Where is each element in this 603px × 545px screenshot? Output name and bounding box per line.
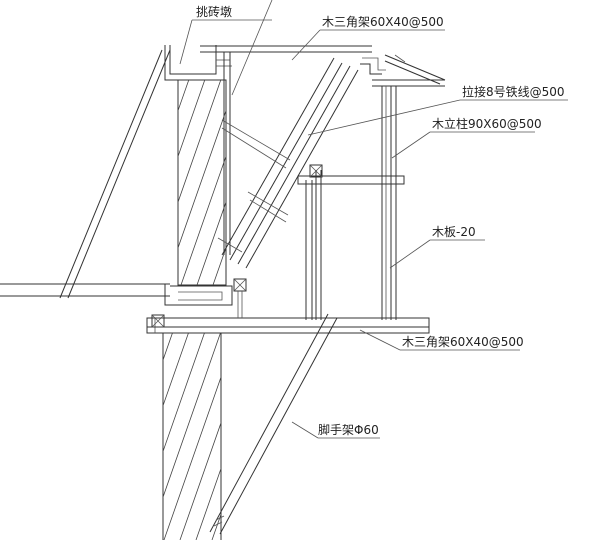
hatch-line (261, 80, 333, 285)
label-scaffold-tube: 脚手架Φ60 (318, 422, 379, 437)
upper-right-bracket (372, 54, 446, 87)
hatch-line (196, 200, 226, 285)
label-wood-post: 木立柱90X60@500 (432, 116, 542, 131)
hatch-line (0, 333, 44, 540)
hatch-line (178, 80, 206, 158)
upper-brick-wall (0, 45, 493, 286)
outer-inclined-pipe (59, 49, 171, 299)
hatch-line (84, 333, 156, 540)
hatch-line (178, 109, 226, 250)
hatch-line (4, 333, 76, 540)
hatch-line (36, 333, 108, 540)
hatch-line (0, 333, 28, 540)
hatch-line (389, 80, 461, 285)
hatch-line (163, 333, 173, 362)
label-wood-board: 木板-20 (432, 225, 476, 239)
hatch-line (21, 80, 93, 285)
leader-lines (179, 0, 568, 439)
hatch-line (421, 80, 493, 285)
lower-brick-wall (0, 333, 492, 540)
hatch-line (52, 333, 124, 540)
hatch-line (357, 80, 429, 285)
hatch-line (5, 80, 77, 285)
upper-timber-truss (200, 45, 386, 269)
hatch-line (163, 333, 221, 499)
hatch-line (405, 80, 477, 285)
label-wood-truss-top: 木三角架60X40@500 (322, 15, 444, 29)
hatch-line (341, 80, 413, 285)
hatch-line (420, 333, 492, 540)
inner-post (297, 164, 405, 320)
hatch-line (277, 80, 349, 285)
hatch-line (0, 80, 61, 285)
hatch-line (163, 333, 205, 453)
hatch-line (195, 467, 221, 540)
hatch-line (229, 80, 301, 285)
hatch-line (178, 80, 222, 204)
hatch-line (212, 246, 226, 285)
scaffold-tube (209, 313, 338, 535)
hatch-line (53, 80, 125, 285)
hatch-line (20, 333, 92, 540)
wood-post (381, 86, 397, 320)
hatch-line (244, 333, 316, 540)
hatch-line (388, 333, 460, 540)
label-wood-truss-bottom: 木三角架60X40@500 (402, 335, 524, 349)
hatch-line (373, 80, 445, 285)
hatch-line (228, 333, 300, 540)
hatch-line (404, 333, 476, 540)
hatch-line (163, 375, 221, 540)
hatch-line (0, 333, 60, 540)
hatch-line (37, 80, 109, 285)
label-brick-pier: 挑砖墩 (196, 4, 232, 19)
hatch-line (68, 333, 140, 540)
hatch-line (69, 80, 141, 285)
hatch-line (85, 80, 157, 285)
label-tie-wire: 拉接8号铁线@500 (462, 84, 565, 99)
annotation-labels: 挑砖墩 木三角架60X40@500 拉接8号铁线@500 木立柱90X60@50… (196, 4, 565, 437)
working-platform-board (146, 278, 430, 334)
hatch-line (309, 80, 381, 285)
hatch-line (163, 333, 189, 407)
hatch-line (0, 80, 45, 285)
hatch-line (180, 155, 226, 285)
hatch-line (372, 333, 444, 540)
floor-slab (0, 283, 233, 306)
hatch-line (179, 421, 221, 540)
